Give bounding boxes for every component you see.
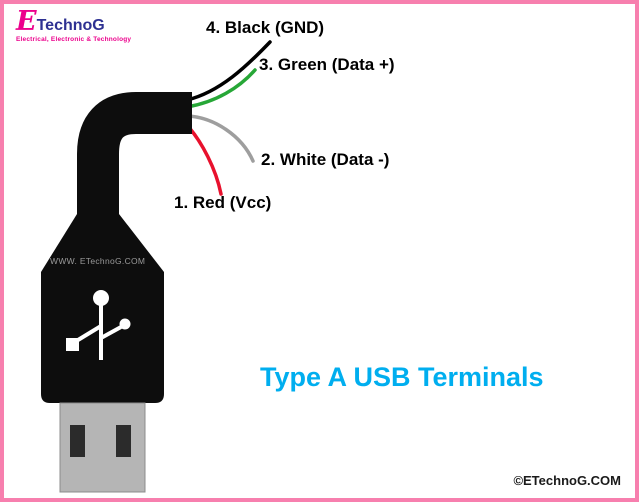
wire-label-black: 4. Black (GND) [206, 18, 325, 37]
usb-trident-icon [66, 290, 131, 360]
diagram-title: Type A USB Terminals [260, 362, 544, 392]
logo-letter-e: E [16, 6, 37, 37]
wire-green-path [185, 68, 257, 109]
usb-cable [77, 92, 192, 236]
logo-tagline: Electrical, Electronic & Technology [16, 36, 132, 43]
logo-text: TechnoG [36, 17, 105, 34]
wire-label-green: 3. Green (Data +) [259, 55, 395, 74]
wire-red-path [185, 123, 223, 196]
copyright-text: ©ETechnoG.COM [513, 473, 621, 488]
wire-label-red: 1. Red (Vcc) [174, 193, 272, 212]
wire-black-path [185, 40, 272, 102]
usb-contact-left [70, 425, 85, 457]
brand-logo: ETechnoG Electrical, Electronic & Techno… [16, 8, 131, 44]
usb-diagram-art [41, 40, 272, 493]
watermark: WWW. ETechnoG.COM [50, 256, 146, 266]
wire-label-white: 2. White (Data -) [261, 150, 390, 169]
logo-wordmark: ETechnoG [16, 8, 131, 35]
wire-white-path [185, 114, 255, 163]
usb-contact-right [116, 425, 131, 457]
